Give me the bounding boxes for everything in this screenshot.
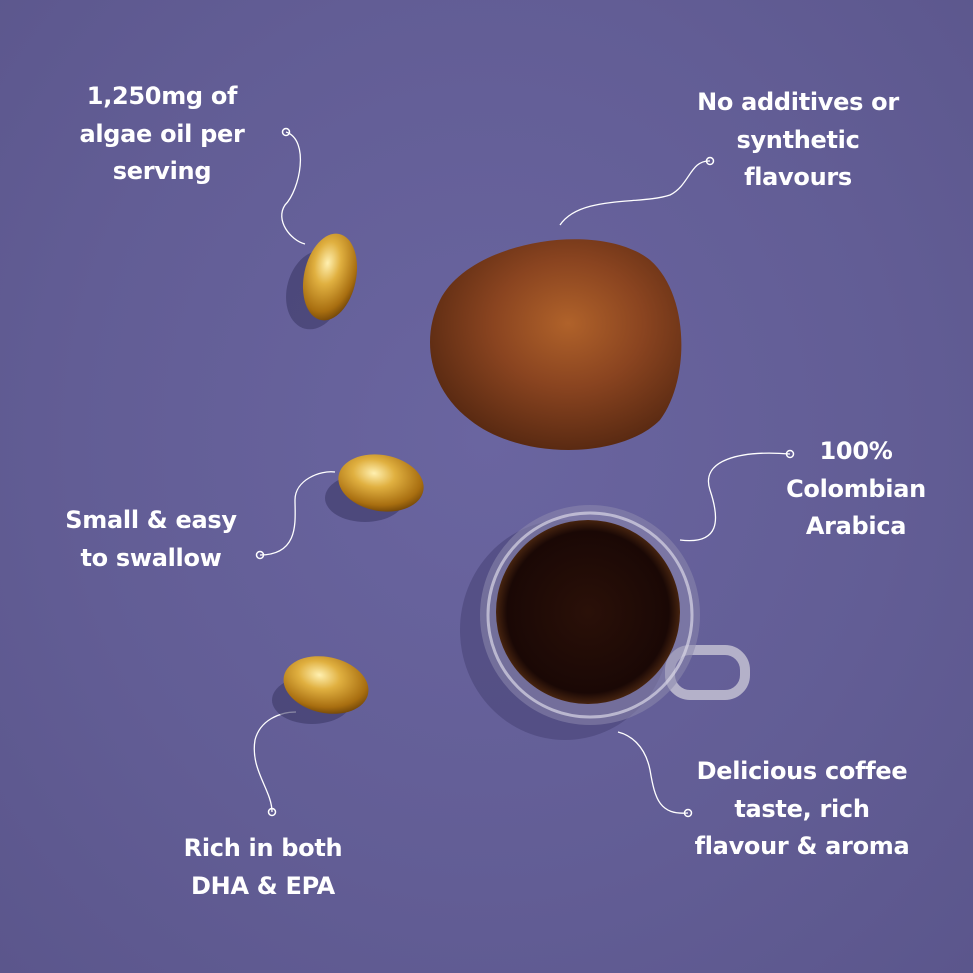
callout-line: flavour & aroma xyxy=(694,832,910,860)
callout-line: to swallow xyxy=(80,543,222,572)
callout-delicious: Delicious coffee taste, rich flavour & a… xyxy=(695,753,910,866)
connector-colombian xyxy=(679,452,791,542)
callout-line: 1,250mg of xyxy=(86,82,238,110)
callout-line: taste, rich xyxy=(734,794,870,823)
connector-small-easy xyxy=(259,471,336,556)
callout-line: algae oil per xyxy=(79,119,245,148)
callout-no-additives: No additives or synthetic flavours xyxy=(697,84,899,197)
callout-line: DHA & EPA xyxy=(191,871,335,900)
callout-line: Delicious coffee xyxy=(696,757,908,785)
callout-line: 100% xyxy=(819,437,893,465)
callout-colombian-arabica: 100% Colombian Arabica xyxy=(786,433,926,546)
callout-small-easy: Small & easy to swallow xyxy=(65,502,237,577)
coffee-cup xyxy=(460,505,750,740)
connector-dots xyxy=(255,127,795,818)
callout-algae-oil: 1,250mg of algae oil per serving xyxy=(79,78,244,191)
callout-line: Rich in both xyxy=(183,834,343,862)
callout-line: No additives or xyxy=(697,88,899,116)
coffee-powder-pile xyxy=(430,239,682,450)
callout-line: serving xyxy=(112,157,212,185)
connector-dha-epa xyxy=(253,711,297,813)
connector-no-additives xyxy=(559,160,711,226)
capsule-bottom xyxy=(272,656,369,724)
callout-line: flavours xyxy=(744,163,852,191)
callout-line: Small & easy xyxy=(65,506,237,534)
connector-algae-oil xyxy=(281,131,306,245)
callout-line: Colombian xyxy=(786,474,926,503)
capsule-middle xyxy=(325,454,424,522)
callout-dha-epa: Rich in both DHA & EPA xyxy=(184,830,343,905)
callout-line: Arabica xyxy=(805,512,907,540)
capsule-top xyxy=(286,233,358,330)
connector-lines xyxy=(253,131,791,814)
callout-line: synthetic xyxy=(736,125,860,154)
connector-delicious xyxy=(617,731,689,814)
